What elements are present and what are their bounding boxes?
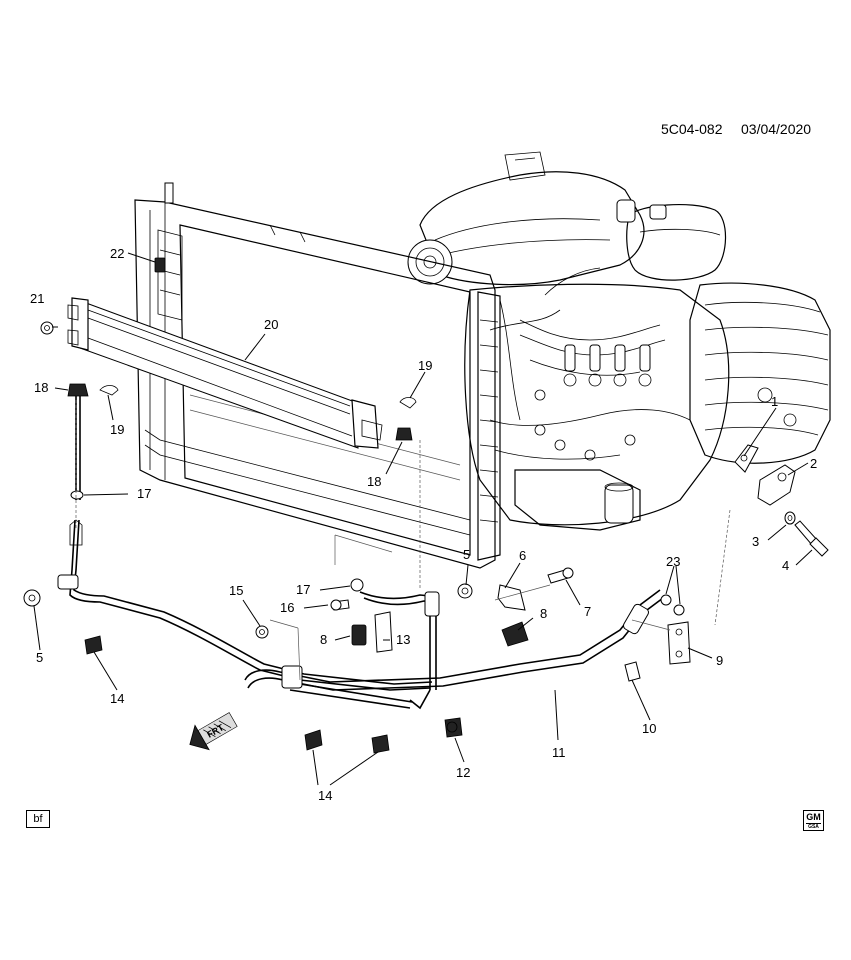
callout-13: 13 (396, 632, 410, 647)
callout-2: 2 (810, 456, 817, 471)
callout-8-left: 8 (320, 632, 327, 647)
part-5-nut-left (23, 589, 41, 607)
callout-19-right: 19 (418, 358, 432, 373)
part-23-washers (660, 594, 685, 616)
part-21-nut (40, 321, 54, 335)
callout-labels: 1 2 3 4 5 5 6 7 8 8 9 10 11 12 13 14 14 … (30, 246, 817, 803)
callout-11: 11 (552, 745, 566, 760)
part-4-bolt (794, 520, 829, 557)
callout-18-right: 18 (367, 474, 381, 489)
callout-22: 22 (110, 246, 124, 261)
part-17-seal-bottom (350, 578, 364, 592)
callout-10: 10 (642, 721, 656, 736)
part-14-clip-mid (304, 729, 323, 751)
part-19-clip-left (99, 385, 119, 396)
part-2-bracket (757, 464, 796, 506)
front-direction-marker: FRT (189, 712, 238, 751)
part-9-bracket (667, 621, 691, 665)
engine-assembly (407, 151, 730, 531)
drawing-code: 5C04-082 (661, 121, 723, 137)
callout-3: 3 (752, 534, 759, 549)
part-10-bolt (624, 661, 641, 682)
callout-14-bottom: 14 (318, 788, 332, 803)
part-18-connector-left (67, 383, 89, 397)
part-13-clip (374, 611, 393, 653)
transmission-oil-cooler (67, 297, 383, 449)
callout-5-right: 5 (463, 547, 470, 562)
part-12-clip (444, 717, 463, 738)
part-8-clip-left (351, 624, 367, 646)
part-14-clip-left (84, 635, 103, 655)
part-19-clip-right (399, 397, 417, 409)
callout-20: 20 (264, 317, 278, 332)
callout-4: 4 (782, 558, 789, 573)
transmission-assembly (689, 282, 831, 464)
callout-1: 1 (771, 394, 778, 409)
part-18-connector-right (395, 427, 413, 441)
gm-logo: GM GSA (803, 810, 824, 831)
part-7-bolt (547, 567, 574, 584)
part-1-bracket (734, 444, 759, 473)
drawing-date: 03/04/2020 (741, 121, 811, 137)
callout-6: 6 (519, 548, 526, 563)
callout-19-left: 19 (110, 422, 124, 437)
leader-lines (33, 252, 813, 786)
callout-17-upper: 17 (137, 486, 151, 501)
part-6-bracket (497, 584, 526, 611)
gm-logo-bar (806, 823, 821, 825)
callout-23: 23 (666, 554, 680, 569)
part-17-seal-top (70, 490, 84, 500)
part-5-nut-right (457, 583, 473, 599)
callout-15: 15 (229, 583, 243, 598)
part-15-washer (255, 625, 269, 639)
corner-tag: bf (26, 810, 50, 828)
callout-7: 7 (584, 604, 591, 619)
callout-16: 16 (280, 600, 294, 615)
part-14-clip-right (371, 734, 390, 754)
part-3-washer (784, 511, 796, 525)
gm-logo-top: GM (806, 812, 821, 822)
part-22-bracket (154, 257, 166, 273)
callout-12: 12 (456, 765, 470, 780)
callout-5-left: 5 (36, 650, 43, 665)
callout-9: 9 (716, 653, 723, 668)
callout-8-right: 8 (540, 606, 547, 621)
callout-17-lower: 17 (296, 582, 310, 597)
callout-21: 21 (30, 291, 44, 306)
part-8-clip-right (501, 621, 529, 647)
part-16-bolt (330, 599, 350, 611)
gm-logo-bottom: GSA (808, 824, 819, 830)
callout-18-left: 18 (34, 380, 48, 395)
callout-14-left: 14 (110, 691, 124, 706)
